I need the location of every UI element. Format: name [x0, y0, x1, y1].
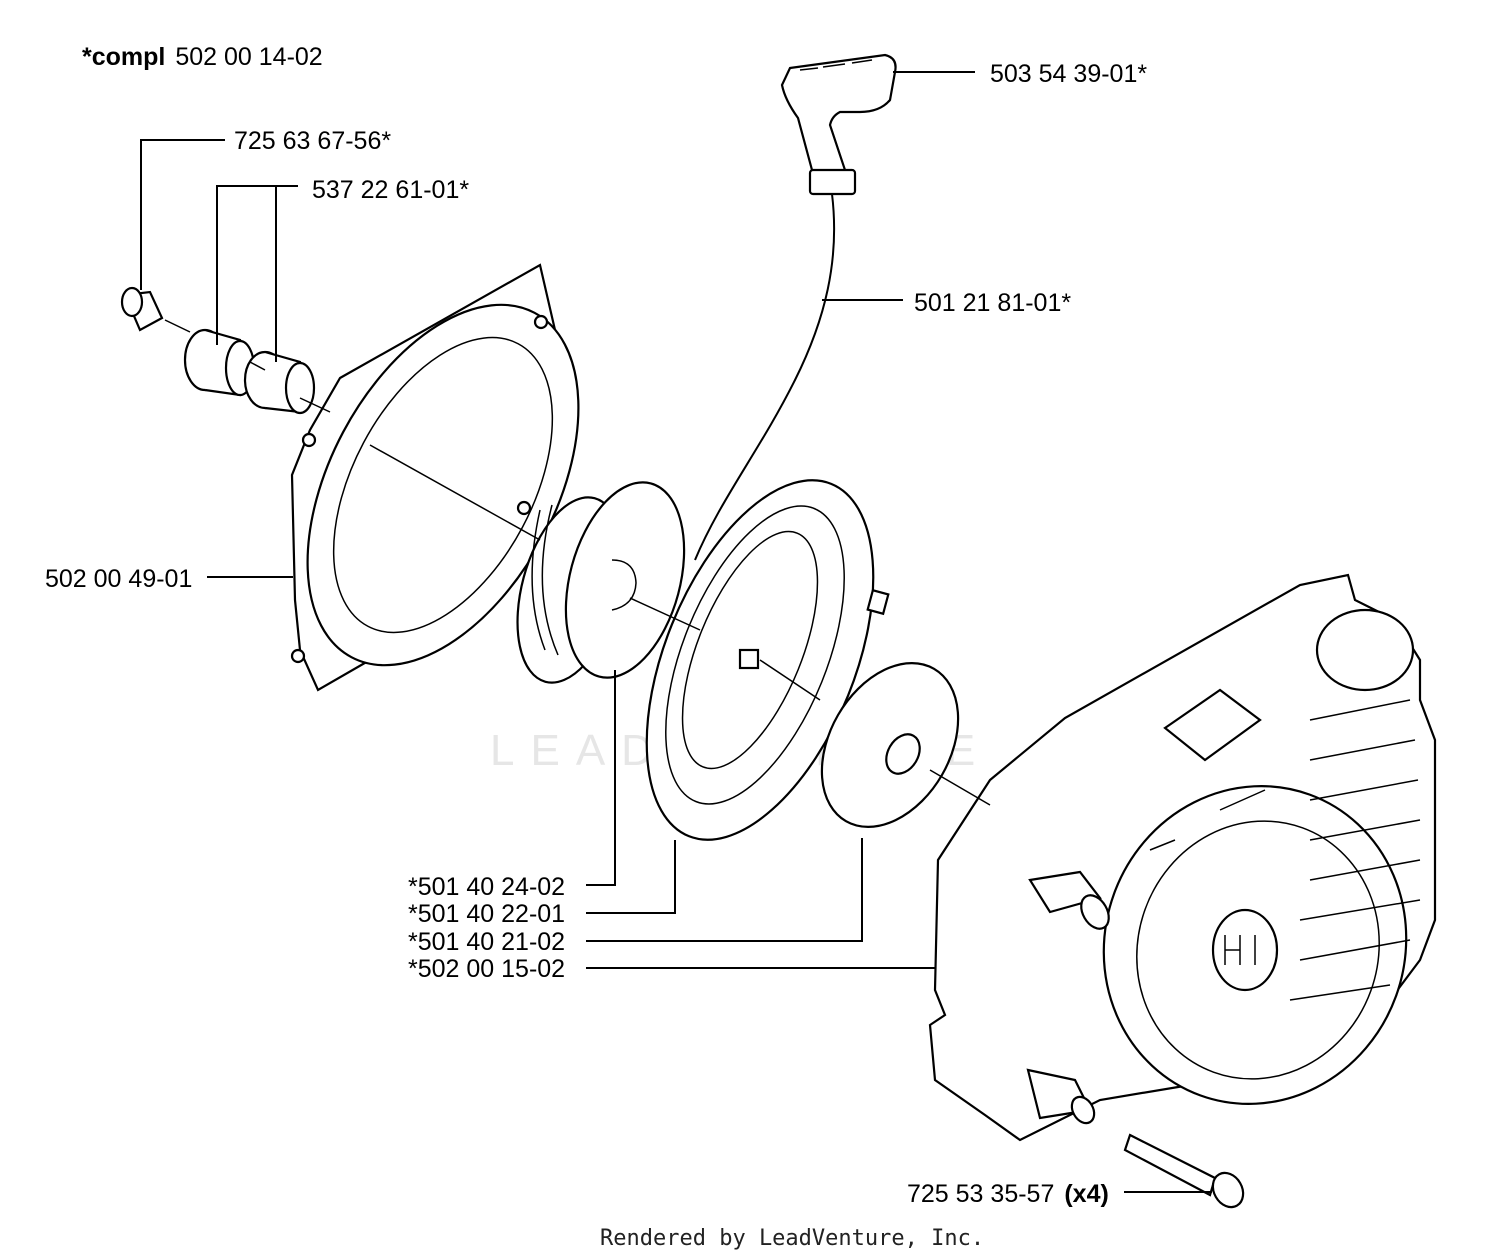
center-axis — [164, 319, 991, 806]
callout-plate: 502 00 49-01 — [45, 565, 192, 593]
starter-handle[interactable] — [780, 53, 897, 196]
screw[interactable] — [120, 286, 164, 332]
callout-cover: *502 00 15-02 — [408, 955, 565, 983]
starter-rope — [694, 193, 836, 561]
callout-washer: *501 40 21-02 — [408, 928, 565, 956]
callout-bolt: 725 53 35-57 (x4) — [907, 1180, 1109, 1208]
bolt[interactable] — [1123, 1133, 1249, 1213]
callout-rope: 501 21 81-01* — [914, 289, 1071, 317]
leader-washer — [586, 838, 863, 942]
callout-bolt-qty: (x4) — [1064, 1180, 1108, 1208]
rope-pulley[interactable] — [499, 469, 704, 694]
callout-pulley: *501 40 24-02 — [408, 873, 565, 901]
assembly-header: *compl 502 00 14-02 — [82, 43, 323, 71]
callout-bolt-number: 725 53 35-57 — [907, 1180, 1054, 1208]
leader-spring — [586, 840, 676, 914]
header-prefix: *compl — [82, 43, 165, 71]
washer[interactable] — [794, 639, 986, 851]
leader-screw — [140, 139, 225, 290]
bushing-2[interactable] — [243, 350, 316, 415]
bushing-1[interactable] — [183, 328, 256, 397]
callout-handle: 503 54 39-01* — [990, 60, 1147, 88]
header-number: 502 00 14-02 — [175, 43, 322, 71]
leader-pulley — [586, 670, 616, 886]
callout-bushing: 537 22 61-01* — [312, 176, 469, 204]
callout-spring: *501 40 22-01 — [408, 900, 565, 928]
callout-screw: 725 63 67-56* — [234, 127, 391, 155]
footer-credit: Rendered by LeadVenture, Inc. — [600, 1226, 984, 1251]
starter-cover[interactable] — [928, 573, 1451, 1147]
leader-bushing — [216, 185, 298, 362]
